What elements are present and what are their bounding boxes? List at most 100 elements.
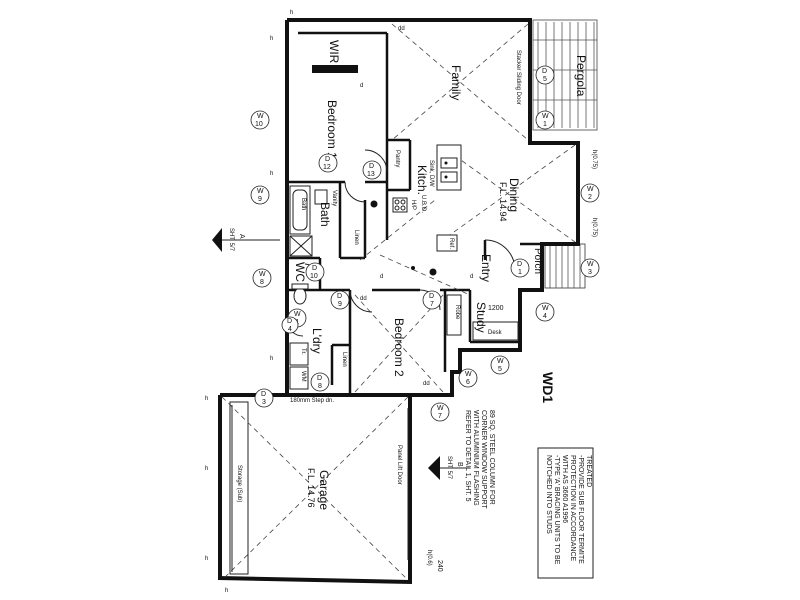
svg-text:D: D bbox=[369, 163, 374, 170]
svg-text:9: 9 bbox=[338, 301, 342, 308]
mark-h-7: h bbox=[205, 556, 208, 562]
mark-h-4: h bbox=[270, 356, 273, 362]
room-kitchen: Kitch. bbox=[415, 165, 429, 195]
svg-text:7: 7 bbox=[430, 301, 434, 308]
door-tag-13: D13 bbox=[362, 160, 382, 180]
label-linen-1: Linen bbox=[353, 230, 359, 245]
section-b-sheet: SHT. 5/7 bbox=[446, 456, 452, 480]
mark-h-5: h bbox=[205, 396, 208, 402]
svg-text:D: D bbox=[337, 293, 342, 300]
label-wm: WM bbox=[300, 371, 306, 382]
label-ubo: U.B.O. bbox=[420, 195, 426, 213]
label-robe: Robe bbox=[454, 305, 460, 320]
label-hp: H/P bbox=[410, 200, 416, 210]
svg-text:W: W bbox=[587, 186, 594, 193]
label-ref: Ref. bbox=[448, 238, 454, 249]
svg-text:D: D bbox=[312, 265, 317, 272]
svg-text:4: 4 bbox=[288, 326, 292, 333]
door-tag-9: D9 bbox=[330, 290, 350, 310]
mark-d-3: d bbox=[470, 274, 473, 280]
window-tag-6: W6 bbox=[458, 368, 478, 388]
svg-text:W: W bbox=[257, 188, 264, 195]
room-dining: Dining bbox=[507, 178, 521, 212]
room-garage: Garage bbox=[317, 470, 331, 510]
mark-h-dim-1: h(0.75) bbox=[591, 150, 597, 169]
drawing-marks: h h h h h h h h dd dd dd d d d h(0.75) h… bbox=[205, 10, 597, 594]
window-tag-9: W9 bbox=[250, 185, 270, 205]
svg-text:W: W bbox=[437, 405, 444, 412]
termite-note-line-2: -PROVIDE SUB FLOOR TERMITE bbox=[577, 455, 584, 564]
section-a-sheet: SHT. 5/7 bbox=[228, 228, 234, 252]
garage-walls bbox=[218, 393, 412, 585]
window-tag-1: W1 bbox=[535, 110, 555, 130]
svg-text:D: D bbox=[517, 261, 522, 268]
svg-text:4: 4 bbox=[543, 313, 547, 320]
svg-text:10: 10 bbox=[310, 273, 318, 280]
room-pergola: Pergola bbox=[574, 55, 588, 97]
room-bedroom-1: Bedroom 1 bbox=[325, 100, 339, 159]
svg-text:W: W bbox=[294, 311, 301, 318]
mark-h-dim-2: h(0.75) bbox=[591, 218, 597, 237]
mark-d-1: d bbox=[360, 83, 363, 89]
room-labels: WIR Bedroom 1 Family Pergola Dining F.L.… bbox=[293, 40, 588, 510]
svg-text:9: 9 bbox=[258, 196, 262, 203]
svg-text:W: W bbox=[497, 358, 504, 365]
mark-h-3: h bbox=[270, 171, 273, 177]
label-dim-240: 240 bbox=[436, 560, 443, 572]
svg-text:D: D bbox=[317, 375, 322, 382]
room-study: Study bbox=[474, 302, 488, 333]
mark-h-1: h bbox=[290, 10, 293, 16]
mark-dd-3: dd bbox=[360, 296, 367, 302]
room-laundry: L'dry bbox=[310, 328, 324, 354]
room-wir: WIR bbox=[327, 40, 341, 64]
mark-h-2: h bbox=[270, 36, 273, 42]
label-desk: Desk bbox=[488, 330, 503, 336]
svg-text:D: D bbox=[542, 68, 547, 75]
label-pantry: Pantry bbox=[394, 150, 400, 167]
door-tag-5: D5 bbox=[535, 65, 555, 85]
room-dining-floor-level: F.L. 14.94 bbox=[498, 182, 508, 222]
svg-text:10: 10 bbox=[255, 121, 263, 128]
svg-text:3: 3 bbox=[262, 399, 266, 406]
window-tag-2: W2 bbox=[580, 183, 600, 203]
svg-text:W: W bbox=[587, 261, 594, 268]
room-bedroom-2: Bedroom 2 bbox=[392, 318, 406, 377]
svg-text:8: 8 bbox=[260, 279, 264, 286]
svg-text:D: D bbox=[287, 318, 292, 325]
door-tag-4: D4 bbox=[281, 316, 299, 334]
svg-text:W: W bbox=[542, 113, 549, 120]
svg-text:8: 8 bbox=[318, 383, 322, 390]
window-door-tags: W10 W9 W8 W1 W2 W3 W4 W5 W6 W7 W11 D5 D1… bbox=[250, 65, 600, 422]
window-tag-4: W4 bbox=[535, 302, 555, 322]
window-tag-5: W5 bbox=[490, 355, 510, 375]
mark-dd-2: dd bbox=[423, 381, 430, 387]
svg-text:13: 13 bbox=[367, 171, 375, 178]
termite-note-line-1: TREATED bbox=[585, 455, 592, 487]
door-tag-3: D3 bbox=[254, 388, 274, 408]
label-dim-1200: 1200 bbox=[488, 305, 504, 312]
room-wc: WC bbox=[293, 262, 307, 282]
svg-text:7: 7 bbox=[438, 413, 442, 420]
svg-text:W: W bbox=[465, 371, 472, 378]
door-tag-1: D1 bbox=[510, 258, 530, 278]
interior-walls bbox=[287, 31, 542, 395]
pergola-deck bbox=[532, 19, 598, 131]
room-entry: Entry bbox=[479, 254, 493, 282]
svg-text:1: 1 bbox=[543, 121, 547, 128]
ceiling-lines bbox=[354, 23, 576, 393]
room-bath: Bath bbox=[318, 202, 332, 227]
window-tag-7: W7 bbox=[430, 402, 450, 422]
label-stacker-door: Stacker Sliding Door bbox=[515, 50, 521, 105]
label-step-down: 180mm Step dn. bbox=[290, 398, 334, 404]
svg-text:12: 12 bbox=[323, 164, 331, 171]
svg-text:D: D bbox=[429, 293, 434, 300]
termite-note-line-4: WITH AS 3660 A1996 bbox=[561, 455, 568, 523]
room-garage-floor-level: F.L. 14.76 bbox=[306, 468, 316, 508]
window-tag-10: W10 bbox=[250, 110, 270, 130]
sheet-title: WD1 bbox=[540, 372, 556, 403]
termite-note-box: TREATED -PROVIDE SUB FLOOR TERMITE PROTE… bbox=[537, 447, 594, 579]
fixture-labels: Stacker Sliding Door Pantry Sink, D/W U.… bbox=[236, 50, 556, 572]
label-linen-2: Linen bbox=[341, 352, 347, 367]
fixtures bbox=[289, 65, 519, 390]
svg-text:1: 1 bbox=[518, 269, 522, 276]
